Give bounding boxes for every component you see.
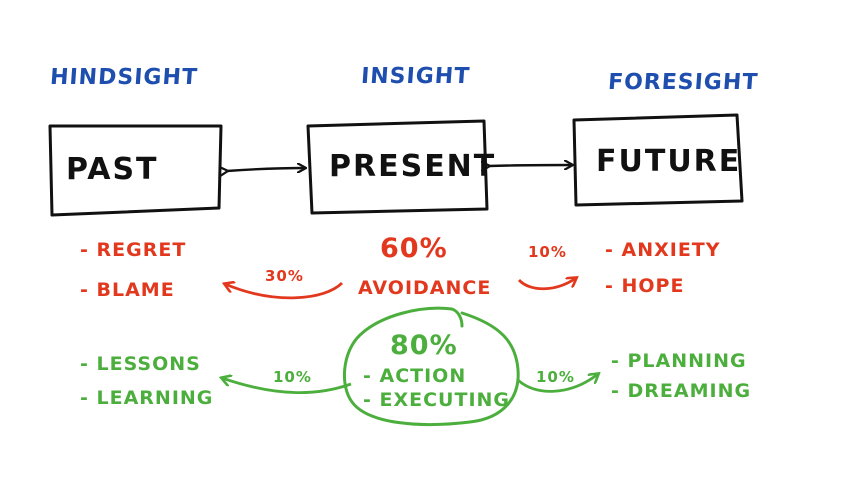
regret-item: - REGRET xyxy=(80,239,187,261)
action-circle xyxy=(342,306,520,426)
present-future-arrow xyxy=(489,165,572,166)
to-future-percent-red: 10% xyxy=(528,243,567,261)
insight-heading: INSIGHT xyxy=(360,64,472,89)
future-label: FUTURE xyxy=(596,144,742,179)
action-to-past-arrow xyxy=(222,378,352,395)
planning-item: - PLANNING xyxy=(611,350,747,372)
present-label: PRESENT xyxy=(329,149,497,184)
lessons-item: - LESSONS xyxy=(80,353,201,375)
past-label: PAST xyxy=(66,152,159,187)
executing-item: - EXECUTING xyxy=(363,389,511,411)
action-item: - ACTION xyxy=(363,365,467,387)
action-to-future-arrow xyxy=(517,374,598,393)
avoidance-to-past-arrow xyxy=(225,283,343,300)
learning-item: - LEARNING xyxy=(80,387,214,409)
past-present-arrow xyxy=(227,168,305,171)
present-box xyxy=(306,119,489,215)
action-percent: 80% xyxy=(390,330,458,361)
foresight-heading: FORESIGHT xyxy=(607,70,760,95)
to-past-percent-red: 30% xyxy=(265,267,304,285)
hope-item: - HOPE xyxy=(605,275,685,297)
future-box xyxy=(572,113,744,207)
dreaming-item: - DREAMING xyxy=(611,380,752,402)
past-box xyxy=(48,124,223,217)
avoidance-label: AVOIDANCE xyxy=(358,277,492,299)
to-past-percent-green: 10% xyxy=(273,368,312,386)
avoidance-to-future-arrow xyxy=(517,278,576,291)
anxiety-item: - ANXIETY xyxy=(605,239,721,261)
hindsight-heading: HINDSIGHT xyxy=(49,65,199,90)
to-future-percent-green: 10% xyxy=(536,368,575,386)
avoidance-percent: 60% xyxy=(380,233,448,264)
blame-item: - BLAME xyxy=(80,279,175,301)
